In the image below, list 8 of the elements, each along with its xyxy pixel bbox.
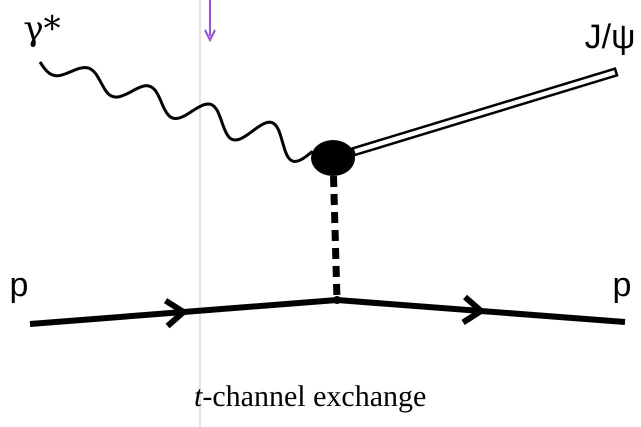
particle-label: γ* xyxy=(12,4,72,54)
double-line xyxy=(351,67,619,157)
wavy-line xyxy=(38,61,314,164)
vertex-blob xyxy=(311,140,355,176)
particle-label: p xyxy=(603,262,641,308)
caption-text: t-channel exchange xyxy=(194,380,426,414)
particle-label: J/ψ xyxy=(580,14,640,60)
particle-label: p xyxy=(0,262,38,308)
